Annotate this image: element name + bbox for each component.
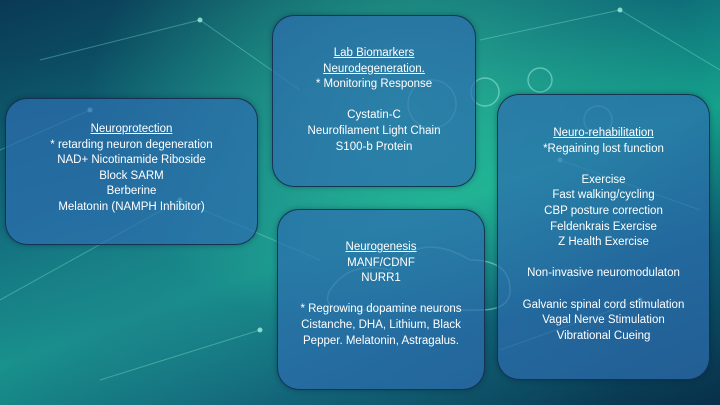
spacer (498, 251, 709, 267)
lab-biomarker-item: Neurofilament Light Chain (307, 124, 441, 137)
lab-biomarkers-note: * Monitoring Response (315, 78, 433, 91)
lab-biomarkers-box: Lab Biomarkers Neurodegeneration. * Moni… (272, 15, 476, 187)
spacer (273, 93, 475, 109)
neurogenesis-title: Neurogenesis (345, 241, 417, 253)
neuro-rehabilitation-item: Vagal Nerve Stimulation (542, 314, 665, 327)
neuroprotection-item: NAD+ Nicotinamide Riboside (57, 154, 206, 167)
neurogenesis-item: Pepper. Melatonin, Astragalus. (303, 334, 459, 347)
neurogenesis-item: MANF/CDNF (347, 256, 415, 269)
neuro-rehabilitation-heading: Exercise (581, 173, 626, 186)
neuro-rehabilitation-item: Galvanic spinal cord stimulation (522, 298, 685, 311)
lab-biomarkers-title: Lab Biomarkers (333, 47, 415, 59)
neuro-rehabilitation-note: *Regaining lost function (543, 142, 664, 155)
neurogenesis-note: * Regrowing dopamine neurons (300, 303, 462, 316)
neurogenesis-item: Cistanche, DHA, Lithium, Black (301, 318, 461, 331)
lab-biomarker-item: S100-b Protein (335, 140, 413, 153)
neuro-rehabilitation-item: CBP posture correction (544, 204, 663, 217)
neuro-rehabilitation-item: Z Health Exercise (558, 236, 649, 249)
neuro-rehabilitation-item: Feldenkrais Exercise (550, 220, 657, 233)
neuroprotection-box: Neuroprotection * retarding neuron degen… (5, 98, 258, 245)
neuroprotection-item: Melatonin (NAMPH Inhibitor) (58, 200, 205, 213)
lab-biomarker-item: Cystatin-C (347, 109, 401, 122)
neuroprotection-item: Berberine (106, 185, 157, 198)
neuro-rehabilitation-item: Fast walking/cycling (552, 189, 655, 202)
spacer (498, 282, 709, 298)
neuroprotection-title: Neuroprotection (90, 123, 173, 135)
neuro-rehabilitation-item: Vibrational Cueing (556, 329, 651, 342)
spacer (498, 157, 709, 173)
neuroprotection-item: Block SARM (99, 169, 164, 182)
lab-biomarkers-subtitle: Neurodegeneration. (323, 62, 425, 75)
neuro-rehabilitation-box: Neuro-rehabilitation *Regaining lost fun… (497, 94, 710, 380)
neuro-rehabilitation-title: Neuro-rehabilitation (553, 127, 654, 139)
neurogenesis-box: Neurogenesis MANF/CDNF NURR1 * Regrowing… (277, 209, 485, 390)
neuroprotection-note: * retarding neuron degeneration (50, 138, 213, 151)
spacer (278, 287, 484, 303)
neurogenesis-item: NURR1 (361, 272, 401, 285)
neuro-rehabilitation-item: Non-invasive neuromodulaton (527, 267, 680, 280)
